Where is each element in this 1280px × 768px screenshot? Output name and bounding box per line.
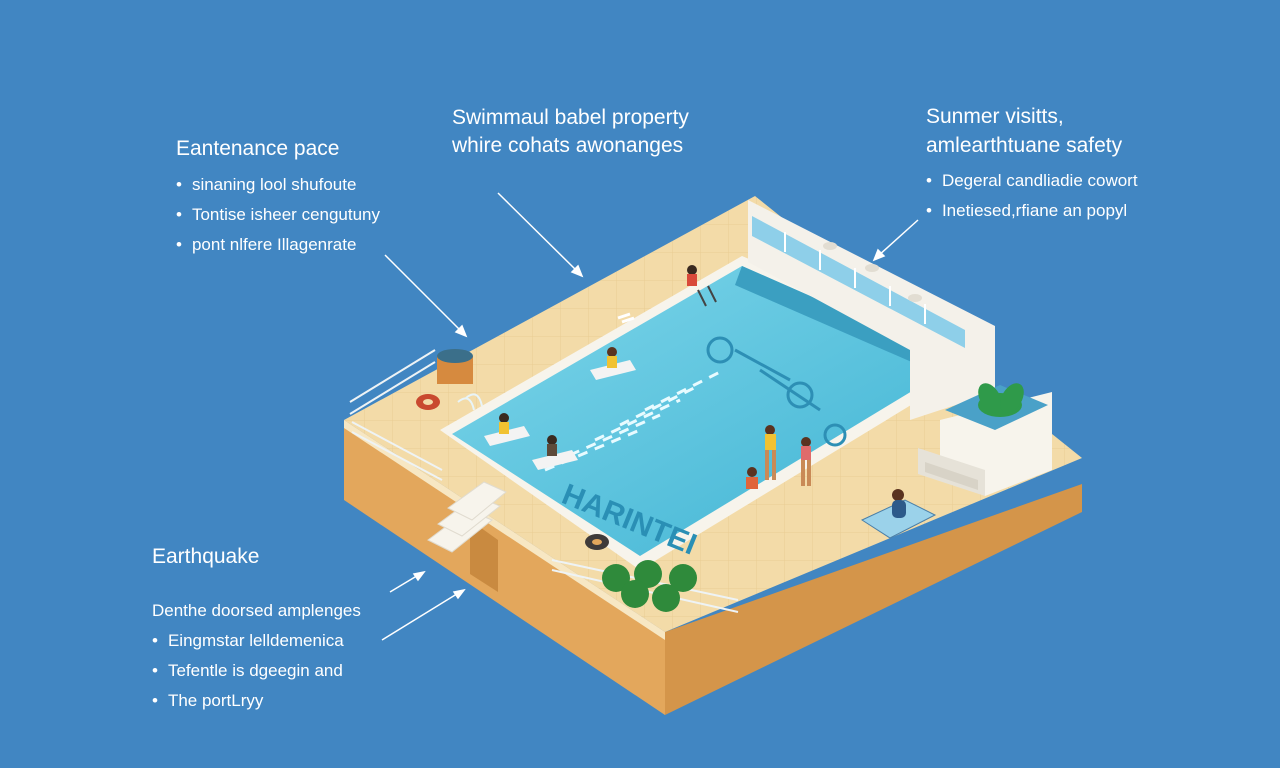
foundation-left-face [344,420,665,715]
callout-pointers [381,192,919,641]
callout-safety-item: Inetiesed,rfiane an popyl [926,196,1138,226]
callout-safety: Sunmer visitts, amlearthtuane safety Deg… [926,102,1138,226]
lane-lines [544,370,721,472]
callout-earthquake-title: Earthquake [152,545,260,568]
pointer-top-right-arrow [872,248,886,262]
foundation-notch [470,520,498,592]
callout-pool-property: Swimmaul babel property whire cohats awo… [452,104,689,160]
towel-icon [860,499,937,539]
callout-maintenance-item: Tontise isheer cengutuny [176,200,380,230]
callout-safety-item: Degeral candliadie cowort [926,166,1138,196]
swim-ring-icon [416,394,609,550]
callout-earthquake-item: The portLryy [152,686,361,716]
pointer-top-left-arrow [454,324,468,338]
plant-icon [978,383,1024,417]
wall-lights [823,242,922,302]
callout-safety-title-1: Sunmer visitts, [926,105,1064,128]
callout-maintenance-title: Eantenance pace [176,137,340,160]
swimmers [484,265,811,489]
pool-ladder [697,285,717,307]
glass-dividers [784,232,926,324]
callout-safety-list: Degeral candliadie cowort Inetiesed,rfia… [926,166,1138,226]
sunbather [892,489,906,518]
callout-earthquake-subtitle: Denthe doorsed amplenges [152,601,361,620]
deck-edge [344,420,665,640]
glass-panels [752,216,965,348]
pool-water [452,266,960,556]
callout-pool-property-title-2: whire cohats awonanges [452,134,684,157]
callout-maintenance-list: sinaning lool shufoute Tontise isheer ce… [176,170,380,260]
callout-earthquake-item: Tefentle is dgeegin and [152,656,361,686]
ladder-icon [457,393,483,411]
pointer-bottom-left-2 [381,591,461,641]
callout-pool-property-title-1: Swimmaul babel property [452,106,689,129]
foundation-right-face [665,484,1082,715]
pointer-top-center-arrow [570,264,584,278]
pool-floor-pattern [706,336,847,447]
bush-icon [602,560,697,612]
callout-earthquake-list: Eingmstar lelldemenica Tefentle is dgeeg… [152,626,361,716]
pointer-bottom-left-1 [389,573,421,593]
callout-earthquake-item: Eingmstar lelldemenica [152,626,361,656]
pointer-bottom-left-1-arrow [412,570,426,582]
callout-maintenance-item: pont nlfere Illagenrate [176,230,380,260]
callout-safety-title-2: amlearthtuane safety [926,134,1123,157]
deck-slippers [617,312,635,324]
pointer-bottom-left-2-arrow [452,588,466,600]
pointer-top-left [384,254,463,333]
front-stairs [427,481,507,553]
callout-earthquake: Earthquake Denthe doorsed amplenges Eing… [152,544,361,716]
hot-tub [437,349,473,384]
pointer-top-center [497,192,579,273]
callout-maintenance-item: sinaning lool shufoute [176,170,380,200]
callout-maintenance: Eantenance pace sinaning lool shufoute T… [176,136,380,260]
pointer-top-right [877,219,919,257]
